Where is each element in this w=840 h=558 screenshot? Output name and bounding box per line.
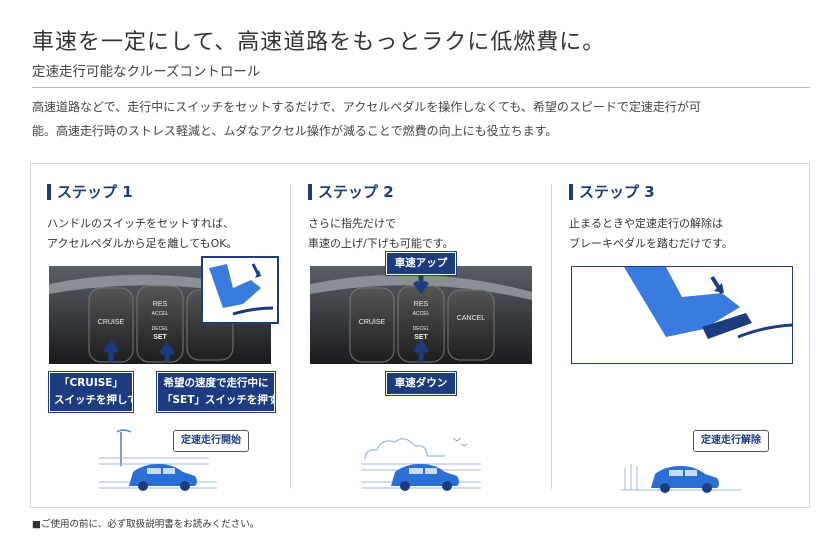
- step-2: ステップ 2 さらに指先だけで 車速の上げ/下げも可能です。: [308, 184, 454, 254]
- decel-label: DECEL: [413, 326, 430, 332]
- status-bubble-release: 定速走行解除: [693, 430, 769, 452]
- arrow-up-icon: [413, 339, 429, 362]
- lead-text: 高速道路などで、走行中にスイッチをセットするだけで、アクセルペダルを操作しなくて…: [32, 95, 812, 143]
- step-1-desc-line-2: アクセルペダルから足を離してもOK。: [47, 237, 238, 250]
- lead-line-2: 能。高速走行時のストレス軽減と、ムダなアクセル操作が減ることで燃費の向上にも役立…: [32, 124, 558, 138]
- set-button-label: SET: [414, 334, 428, 341]
- car-start-illustration: [99, 429, 217, 491]
- accel-label: ACCEL: [413, 311, 430, 317]
- callout-set-line-2: 「SET」スイッチを押す: [162, 394, 279, 406]
- res-button-label: RES: [414, 301, 429, 308]
- step-2-desc-line-1: さらに指先だけで: [308, 217, 396, 230]
- accelerator-pedal-inset: [201, 256, 279, 324]
- step-1-desc: ハンドルのスイッチをセットすれば、 アクセルペダルから足を離してもOK。: [47, 214, 237, 254]
- brake-pedal-illustration: [571, 266, 793, 364]
- step-3-desc-line-2: ブレーキペダルを踏むだけです。: [569, 237, 733, 250]
- arrow-up-icon: [103, 339, 119, 362]
- step-1-desc-line-1: ハンドルのスイッチをセットすれば、: [47, 217, 234, 230]
- steps-panel: ステップ 1 ハンドルのスイッチをセットすれば、 アクセルペダルから足を離しても…: [30, 163, 810, 508]
- res-button-label: RES: [153, 301, 168, 308]
- step-3-title: ステップ 3: [569, 184, 733, 200]
- step-2-desc: さらに指先だけで 車速の上げ/下げも可能です。: [308, 214, 454, 254]
- step-3-desc: 止まるときや定速走行の解除は ブレーキペダルを踏むだけです。: [569, 214, 733, 254]
- callout-speed-down: 車速ダウン: [385, 371, 457, 396]
- status-bubble-start: 定速走行開始: [173, 430, 249, 452]
- callout-cruise: 「CRUISE」 スイッチを押して: [48, 371, 138, 413]
- step-2-title: ステップ 2: [308, 184, 454, 200]
- footer-note: ■ご使用の前に、必ず取扱説明書をお読みください。: [32, 519, 260, 530]
- car-stop-illustration: [621, 464, 741, 493]
- brake-pedal-icon: [624, 267, 793, 339]
- step-3: ステップ 3 止まるときや定速走行の解除は ブレーキペダルを踏むだけです。: [569, 184, 733, 254]
- callout-set-line-1: 希望の速度で走行中に: [163, 377, 269, 389]
- cancel-button-label: CANCEL: [457, 315, 486, 322]
- steering-switch-illustration: CRUISE RES ACCEL DECEL SET CANCEL: [310, 266, 532, 364]
- column-divider: [551, 184, 552, 489]
- cruise-button-label: CRUISE: [98, 319, 125, 326]
- accel-label: ACCEL: [152, 311, 169, 317]
- page-subtitle: 定速走行可能なクルーズコントロール: [32, 64, 261, 80]
- callout-cruise-line-2: スイッチを押して: [54, 394, 138, 406]
- divider: [32, 87, 810, 88]
- step-2-desc-line-2: 車速の上げ/下げも可能です。: [308, 237, 454, 250]
- decel-label: DECEL: [152, 326, 169, 332]
- foot-pedal-icon: [209, 263, 274, 316]
- column-divider: [290, 184, 291, 489]
- arrow-up-icon: [159, 341, 175, 362]
- car-cruising-illustration: [361, 437, 481, 491]
- lead-line-1: 高速道路などで、走行中にスイッチをセットするだけで、アクセルペダルを操作しなくて…: [32, 100, 701, 114]
- callout-set: 希望の速度で走行中に 「SET」スイッチを押す: [156, 371, 279, 413]
- callout-cruise-line-1: 「CRUISE」: [59, 377, 123, 389]
- page-title: 車速を一定にして、高速道路をもっとラクに低燃費に。: [32, 30, 606, 55]
- step-1: ステップ 1 ハンドルのスイッチをセットすれば、 アクセルペダルから足を離しても…: [47, 184, 237, 254]
- steering-switch-photo-2: CRUISE RES ACCEL DECEL SET CANCEL: [310, 266, 532, 364]
- cruise-button-label: CRUISE: [359, 319, 386, 326]
- step-1-title: ステップ 1: [47, 184, 237, 200]
- set-button-label: SET: [153, 334, 167, 341]
- callout-speed-up: 車速アップ: [385, 251, 457, 276]
- step-3-desc-line-1: 止まるときや定速走行の解除は: [569, 217, 723, 230]
